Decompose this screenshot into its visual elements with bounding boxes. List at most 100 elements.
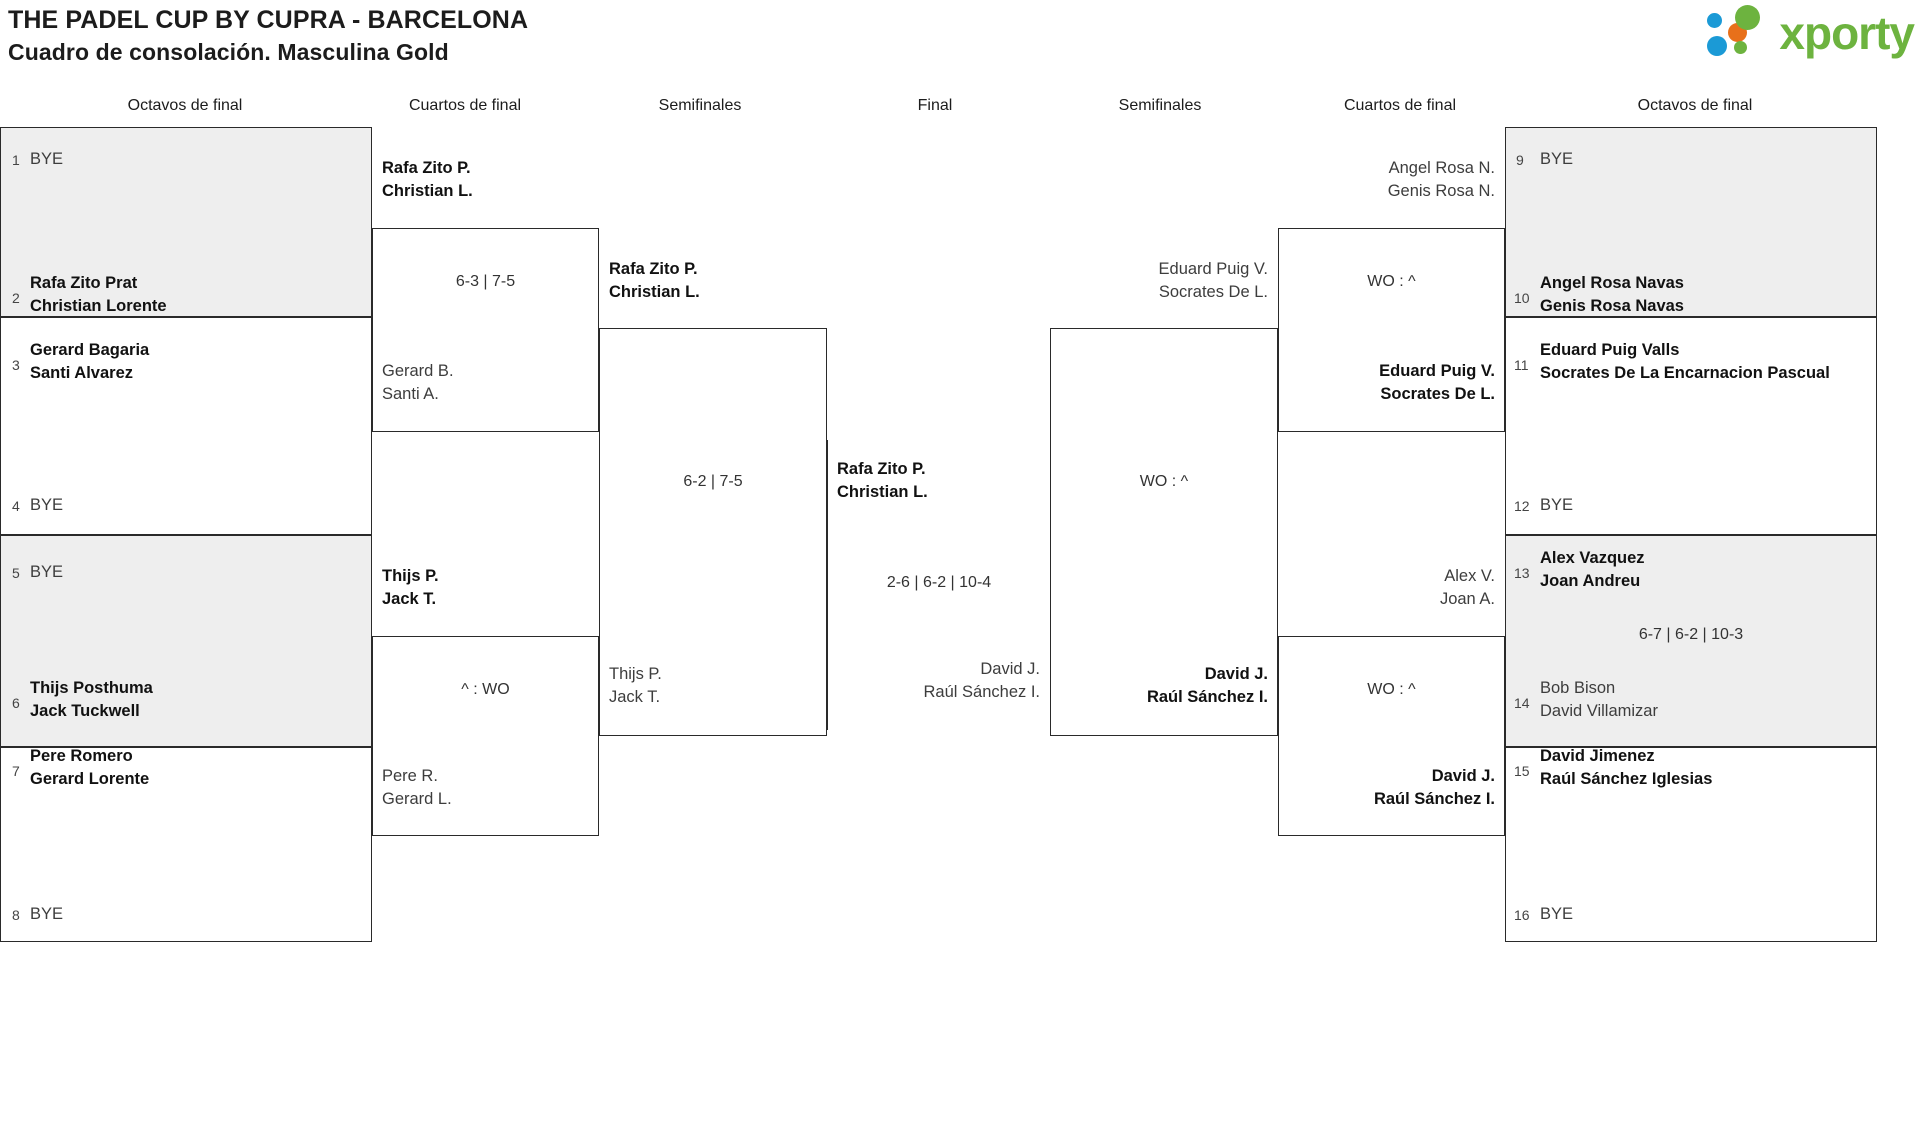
- left-r16-name-4: BYE: [30, 496, 64, 514]
- left-r16-name-8: BYE: [30, 905, 64, 923]
- left-qf-1-top-line2: Christian L.: [382, 182, 473, 200]
- right-r16-name-11-line2: Socrates De La Encarnacion Pascual: [1540, 364, 1830, 382]
- page-title: THE PADEL CUP BY CUPRA - BARCELONA Cuadr…: [8, 4, 528, 68]
- left-r16-name-1: BYE: [30, 150, 64, 168]
- right-r16-seed-9: 9: [1516, 152, 1524, 168]
- round-header-left-qf: Cuartos de final: [408, 97, 522, 114]
- left-qf-2-top-line1: Thijs P.: [382, 567, 439, 585]
- round-header-right-r16: Octavos de final: [1637, 97, 1753, 114]
- right-r16-seed-14: 14: [1514, 695, 1530, 711]
- right-sf-bot-line1: David J.: [1204, 665, 1268, 683]
- left-r16-name-3-line2: Santi Alvarez: [30, 364, 134, 382]
- right-r16-name-16: BYE: [1540, 905, 1574, 923]
- left-r16-block-2[interactable]: [0, 317, 372, 535]
- right-qf-1-bot-line1: Eduard Puig V.: [1379, 362, 1495, 380]
- right-sf-score: WO : ^: [1139, 473, 1189, 490]
- left-r16-name-2-line2: Christian Lorente: [30, 297, 167, 315]
- logo-wordmark: xporty: [1779, 7, 1915, 59]
- right-r16-name-10-line2: Genis Rosa Navas: [1540, 297, 1684, 315]
- left-qf-box-2[interactable]: [372, 636, 599, 836]
- right-r16-name-14-line1: Bob Bison: [1540, 679, 1616, 697]
- right-r16-name-15-line2: Raúl Sánchez Iglesias: [1540, 770, 1713, 788]
- round-header-left-r16: Octavos de final: [127, 97, 243, 114]
- round-header-right-sf: Semifinales: [1118, 97, 1202, 114]
- right-r16-name-13-line2: Joan Andreu: [1540, 572, 1641, 590]
- left-sf-bot-line2: Jack T.: [609, 688, 661, 706]
- right-r16-block-3[interactable]: [1505, 535, 1877, 747]
- left-r16-name-7-line2: Gerard Lorente: [30, 770, 150, 788]
- final-left-line1: Rafa Zito P.: [837, 460, 926, 478]
- right-qf-2-top-line1: Alex V.: [1444, 567, 1495, 585]
- left-r16-block-1[interactable]: [0, 127, 372, 317]
- right-qf-1-top-line2: Genis Rosa N.: [1387, 182, 1495, 200]
- left-r16-name-2-line1: Rafa Zito Prat: [30, 274, 138, 292]
- right-r16-name-14-line2: David Villamizar: [1540, 702, 1658, 720]
- logo-dots-icon: [1707, 5, 1773, 61]
- right-r16-seed-15: 15: [1514, 763, 1530, 779]
- right-r16-seed-16: 16: [1514, 907, 1530, 923]
- right-qf-1-bot-line2: Socrates De L.: [1380, 385, 1495, 403]
- left-qf-1-top-line1: Rafa Zito P.: [382, 159, 471, 177]
- left-qf-2-bot-line1: Pere R.: [382, 767, 438, 785]
- right-qf-1-top-line1: Angel Rosa N.: [1388, 159, 1495, 177]
- final-rail-left: [827, 440, 828, 730]
- left-qf-2-bot-line2: Gerard L.: [382, 790, 452, 808]
- right-sf-box[interactable]: [1050, 328, 1278, 736]
- right-qf-box-2[interactable]: [1278, 636, 1505, 836]
- final-left-line2: Christian L.: [837, 483, 928, 501]
- final-score: 2-6 | 6-2 | 10-4: [886, 574, 992, 591]
- final-right-line2: Raúl Sánchez I.: [923, 683, 1040, 701]
- left-r16-name-6-line1: Thijs Posthuma: [30, 679, 153, 697]
- right-r16-seed-10: 10: [1514, 290, 1530, 306]
- right-qf-2-bot-line2: Raúl Sánchez I.: [1373, 790, 1495, 808]
- right-r16-seed-11: 11: [1514, 357, 1529, 373]
- left-r16-seed-3: 3: [12, 357, 20, 373]
- left-r16-seed-8: 8: [12, 907, 20, 923]
- right-sf-top-line2: Socrates De L.: [1158, 283, 1268, 301]
- left-r16-seed-2: 2: [12, 290, 20, 306]
- left-r16-seed-1: 1: [12, 152, 20, 168]
- right-r16-block-1[interactable]: [1505, 127, 1877, 317]
- right-qf-2-bot-line1: David J.: [1431, 767, 1495, 785]
- left-r16-block-4[interactable]: [0, 747, 372, 942]
- left-qf-1-bot-line1: Gerard B.: [382, 362, 454, 380]
- tournament-name: THE PADEL CUP BY CUPRA - BARCELONA: [8, 6, 529, 34]
- left-r16-seed-7: 7: [12, 763, 20, 779]
- right-r16-name-13-line1: Alex Vazquez: [1540, 549, 1645, 567]
- left-sf-score: 6-2 | 7-5: [683, 473, 743, 490]
- left-qf-box-1[interactable]: [372, 228, 599, 432]
- right-r16-block-4[interactable]: [1505, 747, 1877, 942]
- left-qf-2-top-line2: Jack T.: [382, 590, 437, 608]
- right-r16-name-15-line1: David Jimenez: [1540, 747, 1655, 765]
- left-r16-name-3-line1: Gerard Bagaria: [30, 341, 150, 359]
- right-r16-match-score: 6-7 | 6-2 | 10-3: [1638, 626, 1744, 643]
- left-r16-name-5: BYE: [30, 563, 64, 581]
- right-sf-bot-line2: Raúl Sánchez I.: [1146, 688, 1268, 706]
- left-r16-name-6-line2: Jack Tuckwell: [30, 702, 140, 720]
- final-right-line1: David J.: [980, 660, 1040, 678]
- right-sf-top-line1: Eduard Puig V.: [1158, 260, 1268, 278]
- left-qf-1-score: 6-3 | 7-5: [455, 273, 516, 290]
- right-r16-name-9: BYE: [1540, 150, 1574, 168]
- right-qf-2-score: WO : ^: [1367, 681, 1416, 698]
- left-r16-name-7-line1: Pere Romero: [30, 747, 133, 765]
- left-sf-top-line2: Christian L.: [609, 283, 700, 301]
- xporty-logo: xporty: [1707, 4, 1915, 62]
- left-r16-seed-5: 5: [12, 565, 20, 581]
- left-r16-seed-4: 4: [12, 498, 20, 514]
- left-qf-2-score: ^ : WO: [461, 681, 510, 698]
- left-r16-seed-6: 6: [12, 695, 20, 711]
- right-qf-2-top-line2: Joan A.: [1439, 590, 1495, 608]
- right-r16-name-11-line1: Eduard Puig Valls: [1540, 341, 1680, 359]
- draw-subtitle: Cuadro de consolación. Masculina Gold: [8, 39, 449, 65]
- left-qf-1-bot-line2: Santi A.: [382, 385, 439, 403]
- right-qf-1-score: WO : ^: [1367, 273, 1416, 290]
- right-qf-box-1[interactable]: [1278, 228, 1505, 432]
- right-r16-name-10-line1: Angel Rosa Navas: [1540, 274, 1684, 292]
- left-r16-block-3[interactable]: [0, 535, 372, 747]
- left-sf-box[interactable]: [599, 328, 827, 736]
- right-r16-block-2[interactable]: [1505, 317, 1877, 535]
- round-header-right-qf: Cuartos de final: [1343, 97, 1457, 114]
- right-r16-seed-12: 12: [1514, 498, 1530, 514]
